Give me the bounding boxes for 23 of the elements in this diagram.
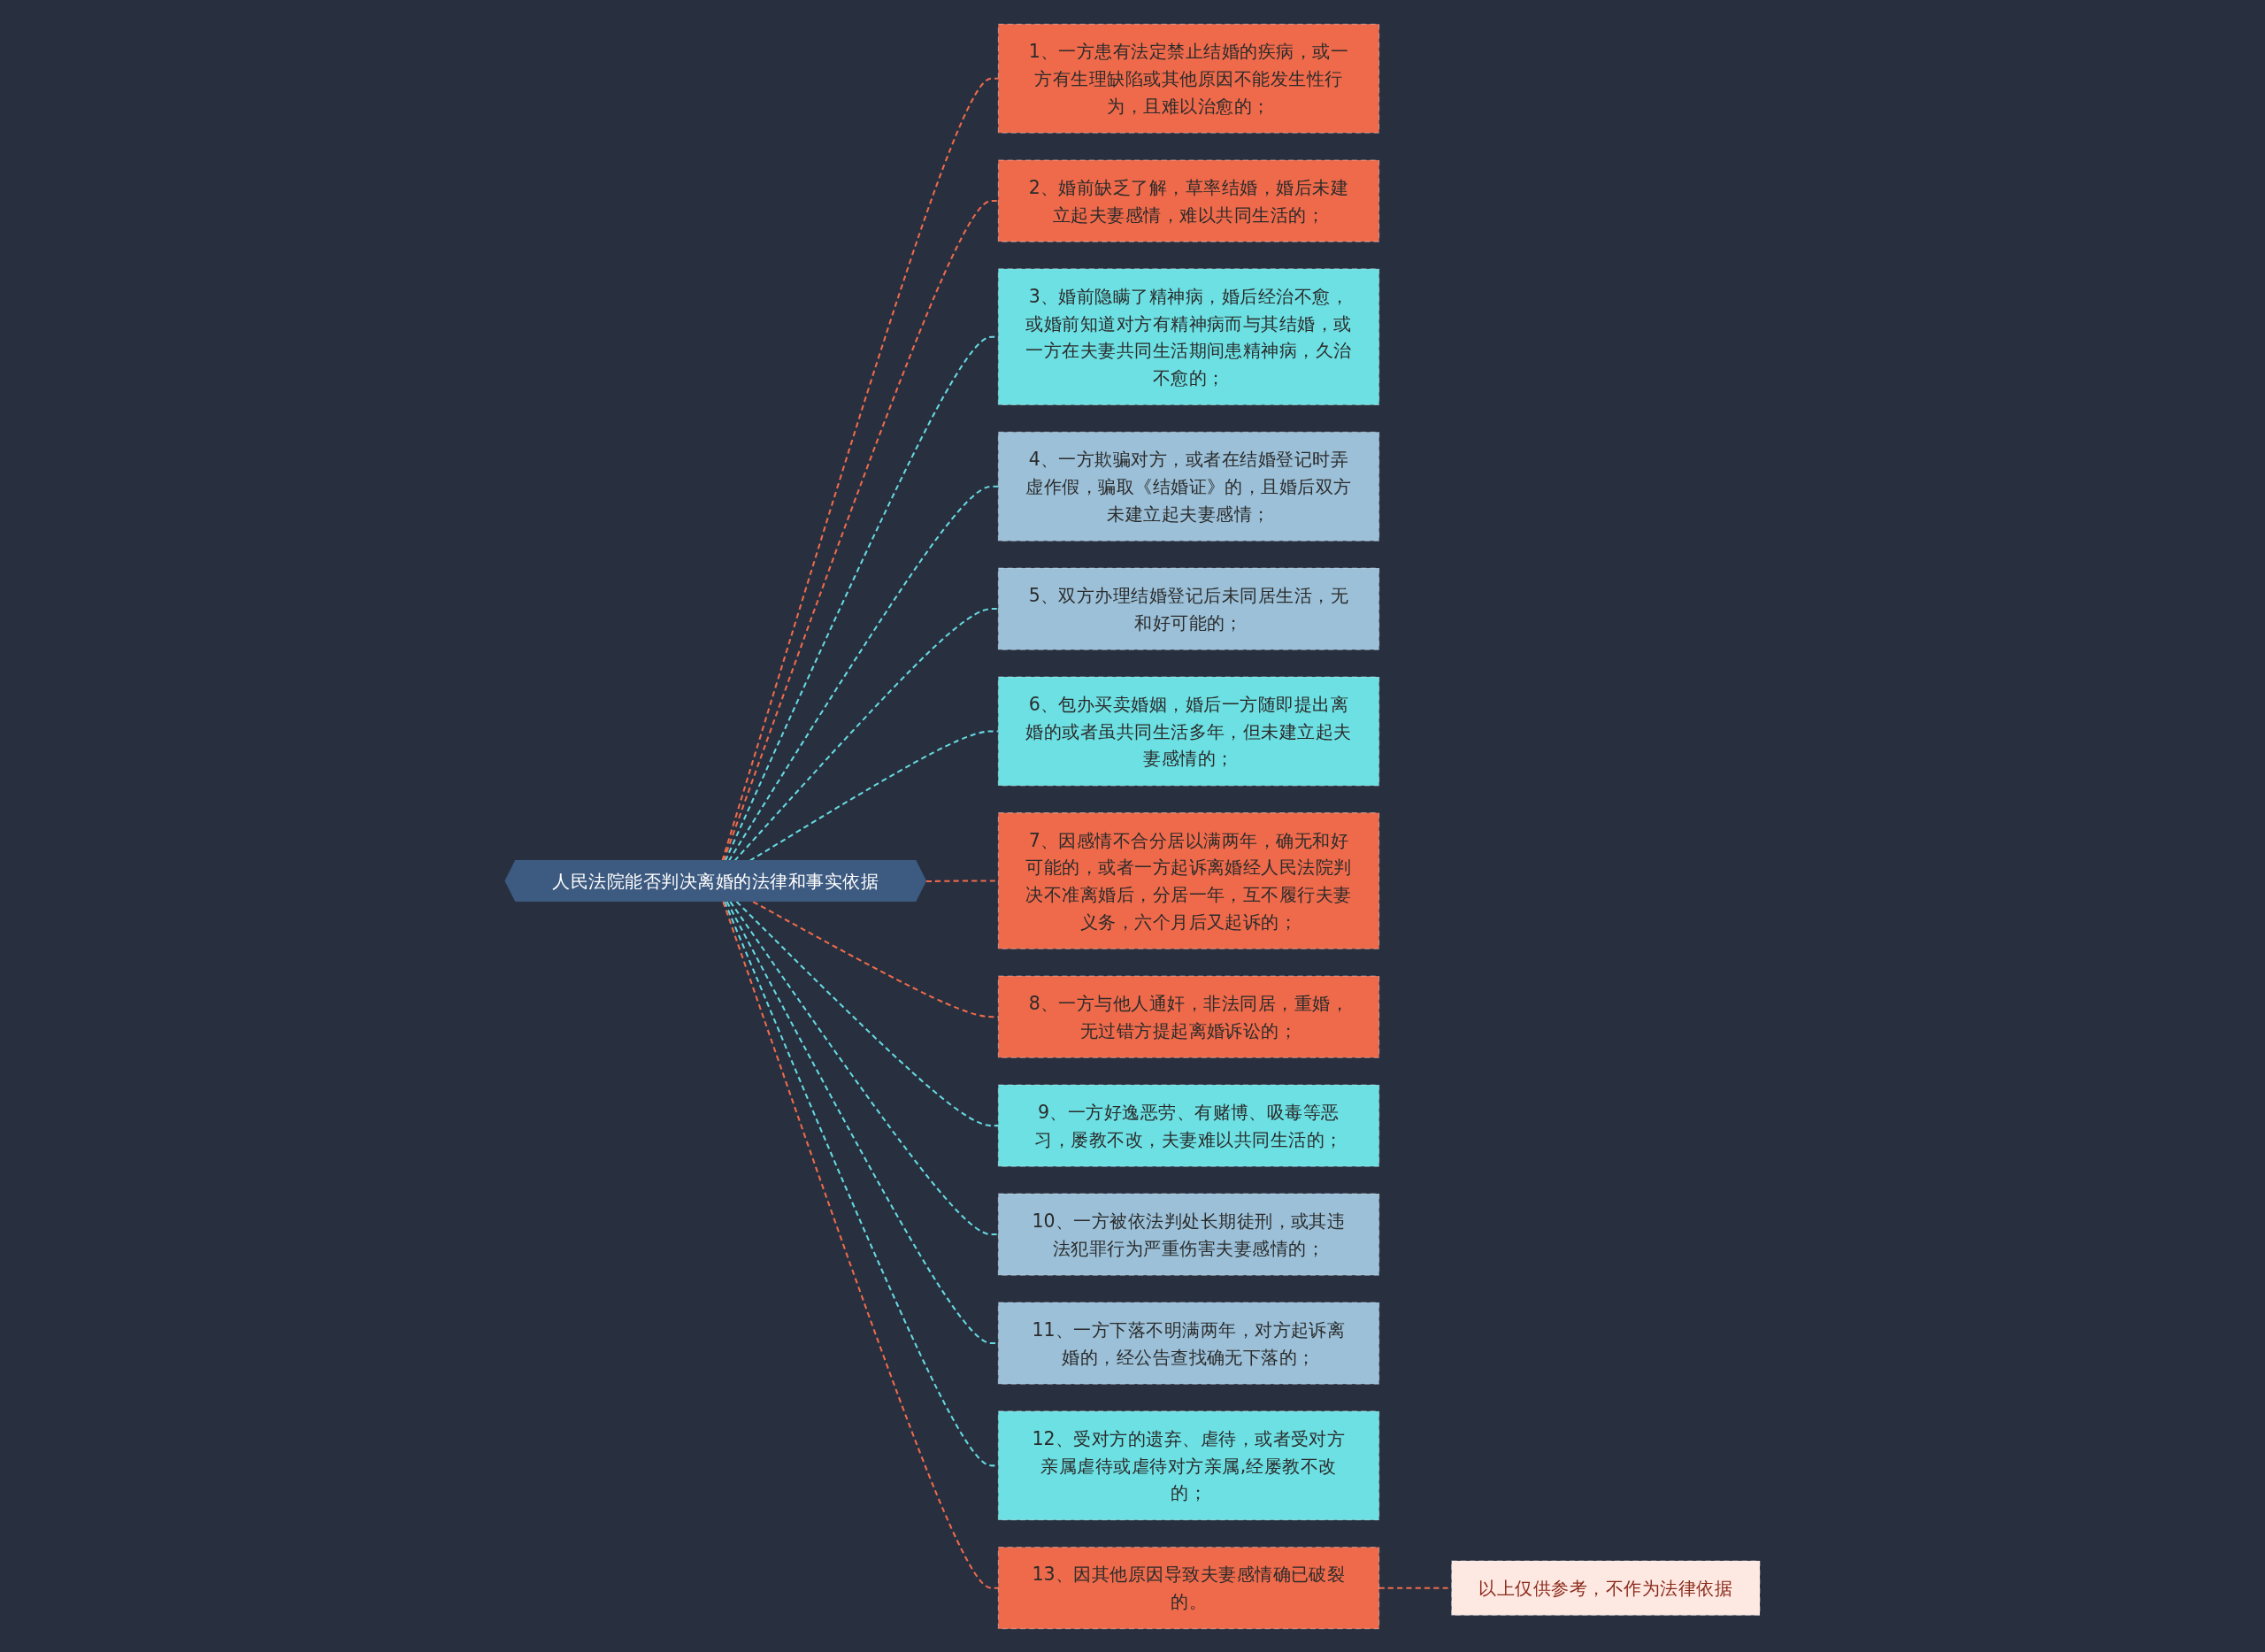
node-box <box>1451 1559 1761 1616</box>
connector <box>727 485 999 861</box>
node-box <box>997 975 1380 1058</box>
node-box <box>997 158 1380 242</box>
connector <box>722 199 999 861</box>
node-box <box>997 431 1380 542</box>
connector <box>729 900 999 1235</box>
node-box <box>997 811 1380 949</box>
node-box <box>997 675 1380 786</box>
node-box <box>997 1301 1380 1385</box>
node-box <box>997 1192 1380 1276</box>
node-box <box>997 1084 1380 1167</box>
connector <box>721 77 999 861</box>
node-box <box>997 23 1380 134</box>
connector <box>735 900 999 1126</box>
connector <box>726 901 999 1344</box>
connector <box>723 901 999 1466</box>
node-box <box>997 267 1380 405</box>
node-box <box>997 1546 1380 1629</box>
connector <box>722 901 999 1589</box>
connector <box>724 335 999 861</box>
node-box <box>997 566 1380 650</box>
node-box <box>997 1410 1380 1520</box>
